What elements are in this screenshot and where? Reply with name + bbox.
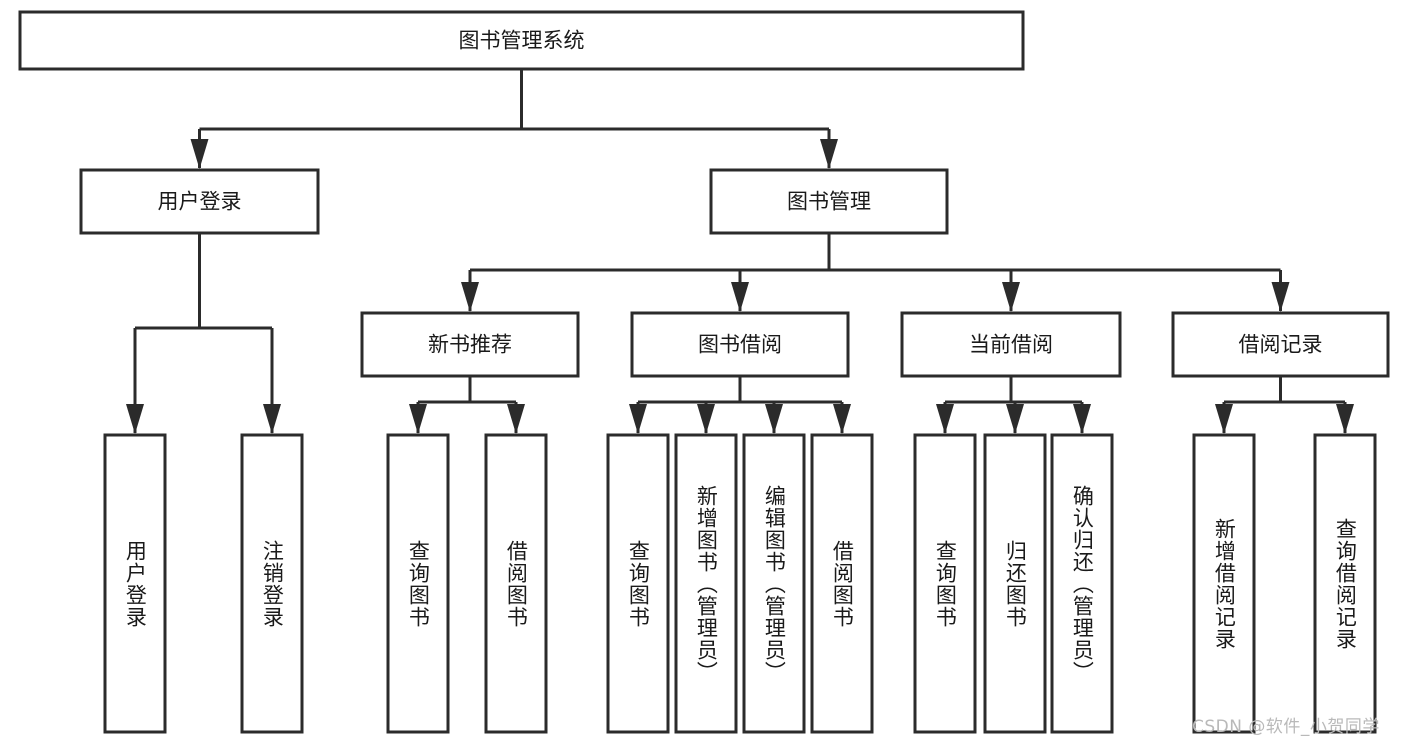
node-book-borrow[interactable]: 图书借阅 [630, 311, 850, 378]
arrow-to-new-book-recommend [461, 282, 479, 312]
node-box-leaf-user-login[interactable] [103, 433, 167, 734]
node-box-leaf-edit-book[interactable] [742, 433, 806, 734]
csdn-watermark: CSDN @软件_小贺同学 [1192, 717, 1380, 737]
node-box-leaf-query-book-rec[interactable] [386, 433, 450, 734]
node-current-borrow[interactable]: 当前借阅 [900, 311, 1122, 378]
arrow-to-leaf-borrow-book [833, 404, 851, 434]
node-box-leaf-add-record[interactable] [1192, 433, 1256, 734]
node-leaf-query-book-borrow[interactable] [606, 433, 670, 734]
arrow-to-current-borrow [1002, 282, 1020, 312]
arrow-to-leaf-query-book-current [936, 404, 954, 434]
arrow-to-borrow-records [1271, 282, 1290, 312]
arrow-to-book-borrow [731, 282, 749, 312]
node-leaf-confirm-return[interactable] [1050, 433, 1114, 734]
node-box-book-borrow[interactable] [630, 311, 850, 378]
node-leaf-return-book[interactable] [983, 433, 1047, 734]
arrow-to-leaf-borrow-book-rec [507, 404, 525, 434]
arrow-to-leaf-confirm-return [1073, 404, 1091, 434]
arrow-to-user-login [190, 139, 209, 169]
node-box-leaf-return-book[interactable] [983, 433, 1047, 734]
node-leaf-query-book-current[interactable] [913, 433, 977, 734]
arrow-to-leaf-user-login [126, 404, 144, 434]
node-borrow-records[interactable]: 借阅记录 [1171, 311, 1390, 378]
node-box-current-borrow[interactable] [900, 311, 1122, 378]
node-new-book-recommend[interactable]: 新书推荐 [360, 311, 580, 378]
node-leaf-edit-book[interactable] [742, 433, 806, 734]
node-leaf-add-record[interactable] [1192, 433, 1256, 734]
arrow-to-leaf-add-record [1215, 404, 1233, 434]
node-box-leaf-query-book-current[interactable] [913, 433, 977, 734]
node-box-leaf-logout[interactable] [240, 433, 304, 734]
node-user-login[interactable]: 用户登录 [79, 168, 320, 235]
node-box-leaf-query-record[interactable] [1313, 433, 1377, 734]
arrow-to-leaf-query-book-borrow [629, 404, 647, 434]
node-label-user-login: 用户登录 [158, 190, 242, 214]
arrow-to-leaf-add-book [697, 404, 715, 434]
node-box-new-book-recommend[interactable] [360, 311, 580, 378]
node-box-leaf-borrow-book-rec[interactable] [484, 433, 548, 734]
node-leaf-logout[interactable] [240, 433, 304, 734]
node-root[interactable]: 图书管理系统 [18, 10, 1025, 71]
node-box-book-manage[interactable] [709, 168, 949, 235]
node-leaf-query-book-rec[interactable] [386, 433, 450, 734]
arrow-to-leaf-query-record [1336, 404, 1354, 434]
node-box-user-login[interactable] [79, 168, 320, 235]
node-label-book-manage: 图书管理 [787, 190, 871, 214]
node-box-leaf-query-book-borrow[interactable] [606, 433, 670, 734]
node-label-current-borrow: 当前借阅 [969, 333, 1053, 357]
node-leaf-query-record[interactable] [1313, 433, 1377, 734]
node-box-borrow-records[interactable] [1171, 311, 1390, 378]
node-box-leaf-add-book[interactable] [674, 433, 738, 734]
arrow-to-book-manage [820, 139, 838, 169]
node-box-root[interactable] [18, 10, 1025, 71]
arrow-to-leaf-query-book-rec [409, 404, 427, 434]
node-label-new-book-recommend: 新书推荐 [428, 333, 512, 357]
arrow-to-leaf-edit-book [765, 404, 783, 434]
node-book-manage[interactable]: 图书管理 [709, 168, 949, 235]
node-label-root: 图书管理系统 [459, 29, 585, 53]
node-leaf-borrow-book[interactable] [810, 433, 874, 734]
edges-layer [126, 69, 1354, 434]
arrow-to-leaf-return-book [1006, 404, 1024, 434]
node-label-borrow-records: 借阅记录 [1239, 333, 1323, 357]
arrow-to-leaf-logout [263, 404, 281, 434]
node-leaf-user-login[interactable] [103, 433, 167, 734]
node-label-book-borrow: 图书借阅 [698, 333, 782, 357]
node-leaf-borrow-book-rec[interactable] [484, 433, 548, 734]
node-leaf-add-book[interactable] [674, 433, 738, 734]
node-box-leaf-borrow-book[interactable] [810, 433, 874, 734]
node-box-leaf-confirm-return[interactable] [1050, 433, 1114, 734]
